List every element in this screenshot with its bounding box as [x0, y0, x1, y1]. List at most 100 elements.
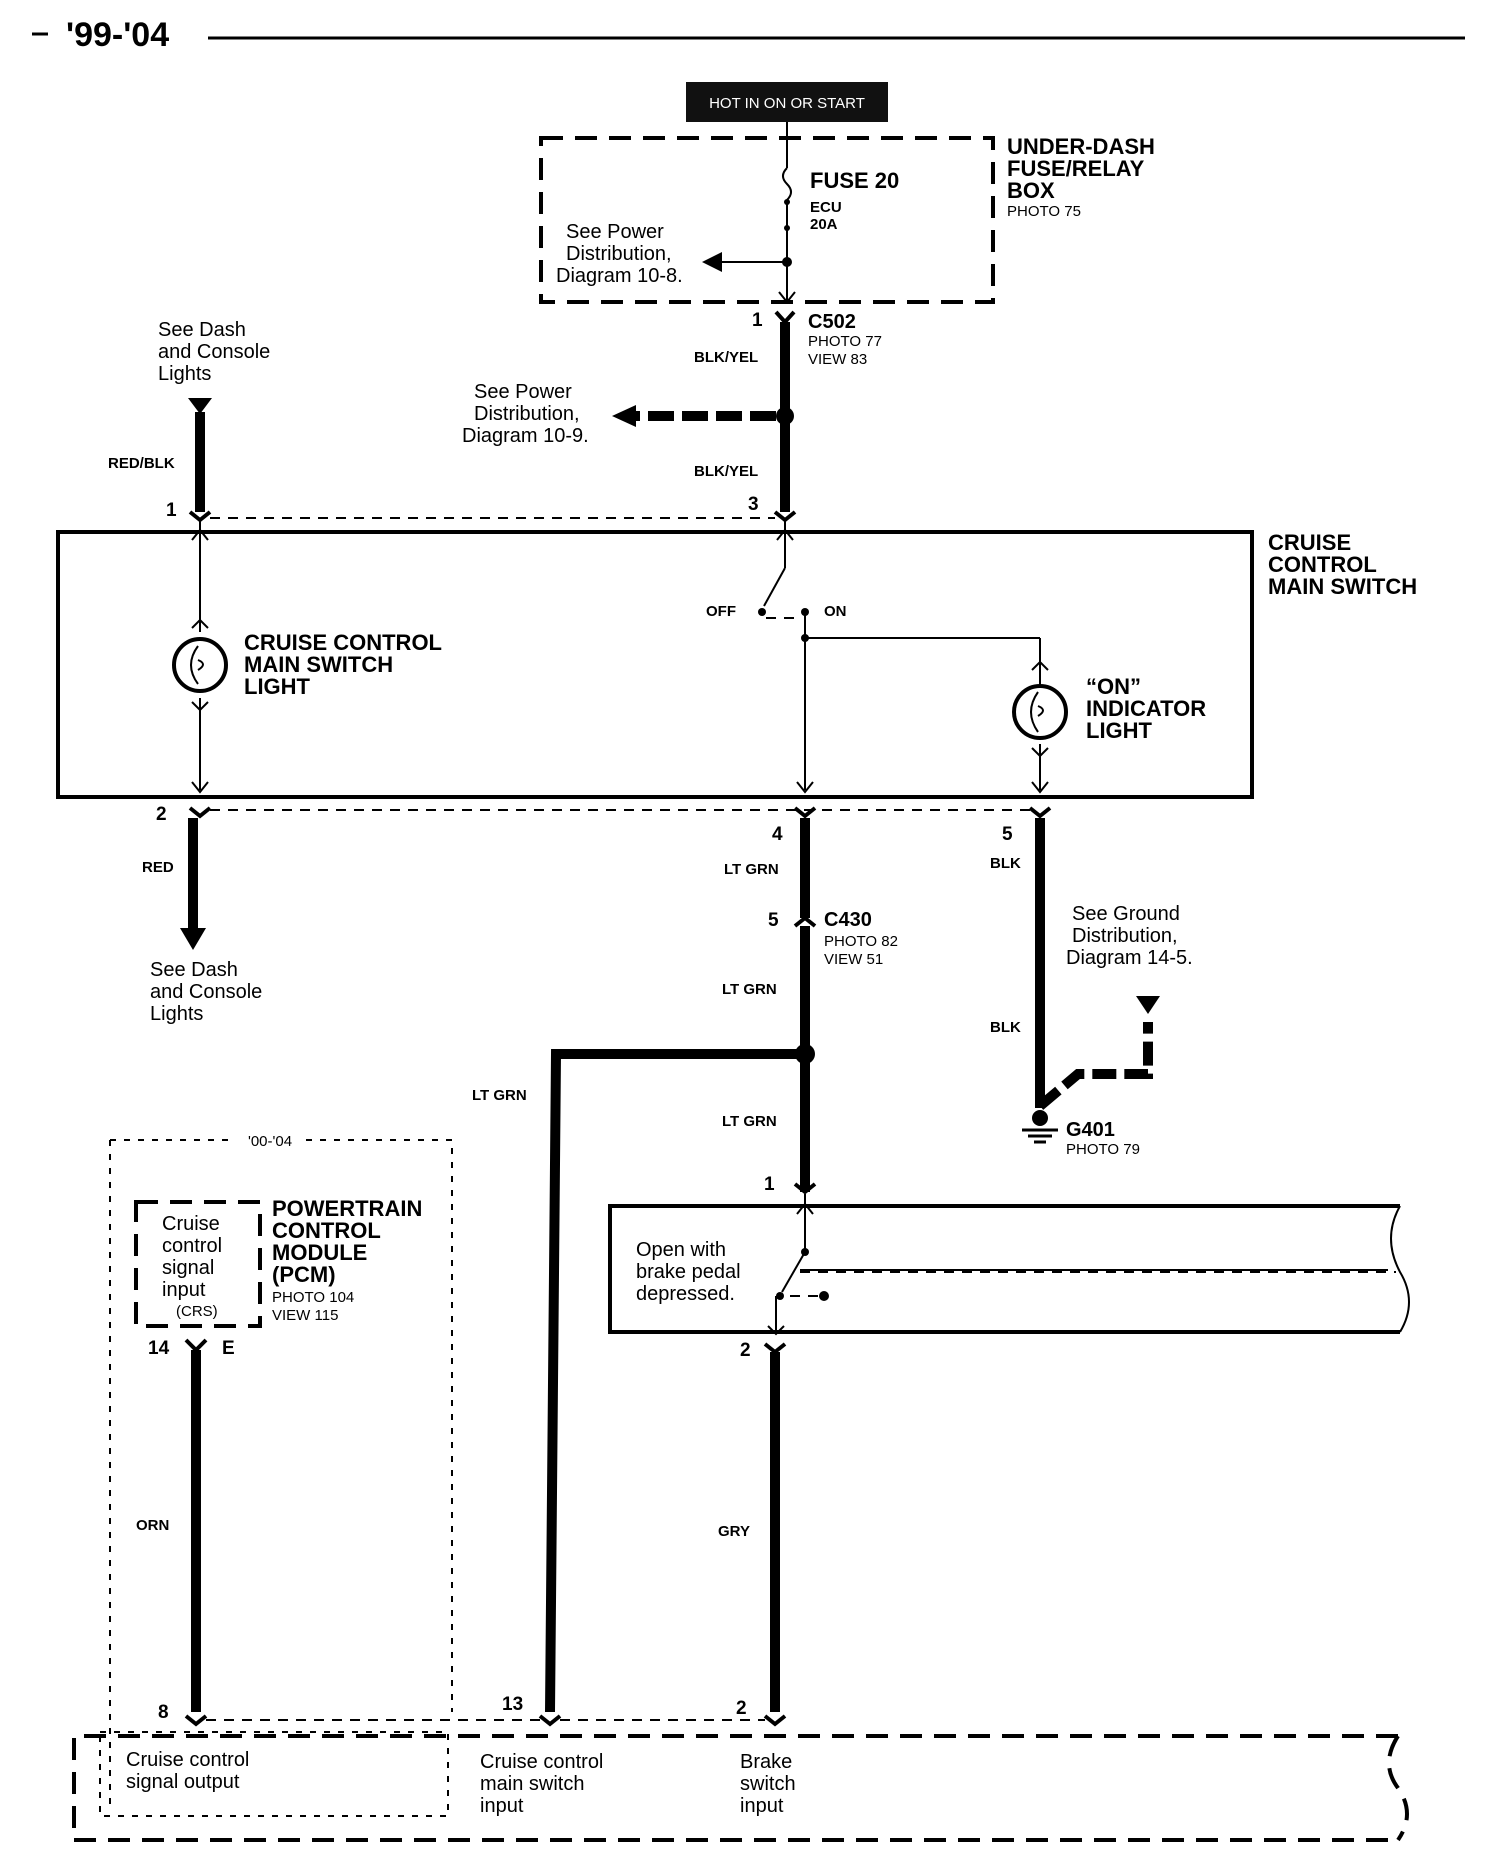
main-switch-input-2: main switch — [480, 1773, 584, 1795]
cruise-switch-light-bulb — [172, 637, 228, 693]
pcm-years: '00-'04 — [248, 1133, 292, 1150]
see-power-1-line3: Diagram 10-8. — [556, 265, 683, 287]
brake-text-2: brake pedal — [636, 1261, 741, 1283]
brake-pin-1: 1 — [764, 1174, 775, 1195]
see-ground-line3: Diagram 14-5. — [1066, 947, 1193, 969]
lt-grn-branch-wire — [545, 1049, 805, 1713]
c430-connector: 5 C430 PHOTO 82 VIEW 51 — [768, 909, 898, 968]
see-dash-top-line2: and Console — [158, 341, 270, 363]
switch-pin-2: 2 — [156, 804, 167, 825]
splice-point — [776, 407, 794, 425]
c430-pin: 5 — [768, 910, 779, 931]
main-switch-input-3: input — [480, 1795, 524, 1817]
see-power-2-line1: See Power — [474, 381, 572, 403]
c430-name: C430 — [824, 909, 872, 931]
pcm-signal-2: control — [162, 1235, 222, 1257]
wire-label-blk-2: BLK — [990, 1019, 1021, 1036]
brake-input-3: input — [740, 1795, 784, 1817]
c502-photo: PHOTO 77 — [808, 333, 882, 350]
see-ground-line2: Distribution, — [1072, 925, 1178, 947]
pcm-pin: 14 — [148, 1338, 170, 1359]
switch-on-label: ON — [824, 603, 847, 620]
fuse-desc: ECU — [810, 199, 842, 216]
pcm-photo: PHOTO 104 — [272, 1289, 354, 1306]
see-dash-top: See Dash and Console Lights — [158, 319, 270, 385]
brake-switch: 1 Open with brake pedal depressed. 2 — [608, 1174, 1410, 1361]
wire-label-blk-yel-1: BLK/YEL — [694, 349, 758, 366]
fuse-box-title-1: UNDER-DASH — [1007, 134, 1155, 159]
switch-title-2: CONTROL — [1268, 552, 1377, 577]
switch-pin-4: 4 — [772, 824, 783, 845]
pcm-group: '00-'04 Cruise control signal input (CRS… — [109, 1133, 453, 1810]
wire-label-blk-1: BLK — [990, 855, 1021, 872]
ground-name: G401 — [1066, 1119, 1115, 1141]
fuse-symbol — [782, 167, 792, 201]
pcm-signal-1: Cruise — [162, 1213, 220, 1235]
ground-branch-wire — [1036, 1022, 1153, 1110]
switch-title-3: MAIN SWITCH — [1268, 574, 1417, 599]
hot-label-box: HOT IN ON OR START — [686, 82, 888, 122]
brake-switch-lever — [781, 1251, 806, 1293]
see-ground: See Ground Distribution, Diagram 14-5. — [1066, 903, 1193, 969]
fuse-rating: 20A — [810, 216, 838, 233]
c502-view: VIEW 83 — [808, 351, 867, 368]
ground-icon — [1032, 1110, 1048, 1126]
switch-pin-3: 3 — [748, 494, 759, 515]
pcm-signal-4: input — [162, 1279, 206, 1301]
wire-label-gry: GRY — [718, 1523, 750, 1540]
ground-g401: G401 PHOTO 79 — [1022, 1110, 1140, 1158]
wire-label-lt-grn-3: LT GRN — [472, 1087, 527, 1104]
switch-light-label-1: CRUISE CONTROL — [244, 630, 442, 655]
on-light-label-1: “ON” — [1086, 674, 1141, 699]
signal-output-1: Cruise control — [126, 1749, 249, 1771]
pcm-title-3: MODULE — [272, 1240, 367, 1265]
see-dash-bottom: See Dash and Console Lights — [150, 959, 262, 1025]
see-dash-top-line3: Lights — [158, 363, 211, 385]
brake-text-1: Open with — [636, 1239, 726, 1261]
wire-label-red: RED — [142, 859, 174, 876]
switch-pin-1: 1 — [166, 500, 177, 521]
pcm-view: VIEW 115 — [272, 1307, 338, 1324]
cruise-main-switch: 1 3 CRUISE CONTROL MAIN SWITCH CRUISE CO… — [56, 494, 1417, 845]
c430-view: VIEW 51 — [824, 951, 883, 968]
see-ground-line1: See Ground — [1072, 903, 1180, 925]
wire-label-lt-grn-1: LT GRN — [724, 861, 779, 878]
pcm-title-4: (PCM) — [272, 1262, 336, 1287]
c502-connector: 1 C502 PHOTO 77 VIEW 83 — [752, 310, 882, 368]
brake-input-1: Brake — [740, 1751, 792, 1773]
pcm-title-2: CONTROL — [272, 1218, 381, 1243]
brake-pin-2: 2 — [740, 1340, 751, 1361]
fuse-box-title-3: BOX — [1007, 178, 1055, 203]
c502-name: C502 — [808, 311, 856, 333]
pcm-bottom-module: 8 13 2 Cruise control signal output Crui… — [72, 1694, 1409, 1842]
ground-photo: PHOTO 79 — [1066, 1141, 1140, 1158]
page-header: '99-'04 — [32, 16, 1465, 54]
bottom-pin-13: 13 — [502, 1694, 523, 1715]
switch-light-label-2: MAIN SWITCH — [244, 652, 393, 677]
signal-output-2: signal output — [126, 1771, 240, 1793]
switch-off-label: OFF — [706, 603, 736, 620]
on-light-label-2: INDICATOR — [1086, 696, 1206, 721]
fuse-name: FUSE 20 — [810, 168, 899, 193]
wire-label-blk-yel-2: BLK/YEL — [694, 463, 758, 480]
pcm-signal-code: (CRS) — [176, 1303, 218, 1320]
see-power-2-line2: Distribution, — [474, 403, 580, 425]
pcm-signal-3: signal — [162, 1257, 214, 1279]
wire-label-orn: ORN — [136, 1517, 169, 1534]
switch-title-1: CRUISE — [1268, 530, 1351, 555]
fuse-box-photo: PHOTO 75 — [1007, 203, 1081, 220]
see-dash-bottom-line2: and Console — [150, 981, 262, 1003]
wire-label-lt-grn-4: LT GRN — [722, 1113, 777, 1130]
switch-lever — [763, 567, 786, 607]
see-power-2: See Power Distribution, Diagram 10-9. — [462, 381, 589, 447]
switch-light-label-3: LIGHT — [244, 674, 311, 699]
year-range: '99-'04 — [66, 16, 169, 54]
see-dash-bottom-line1: See Dash — [150, 959, 238, 981]
see-dash-bottom-line3: Lights — [150, 1003, 203, 1025]
bottom-pin-2: 2 — [736, 1698, 747, 1719]
fuse-box-title-2: FUSE/RELAY — [1007, 156, 1145, 181]
switch-pin-5: 5 — [1002, 824, 1013, 845]
brake-text-3: depressed. — [636, 1283, 735, 1305]
see-power-1-line1: See Power — [566, 221, 664, 243]
see-dash-top-line1: See Dash — [158, 319, 246, 341]
